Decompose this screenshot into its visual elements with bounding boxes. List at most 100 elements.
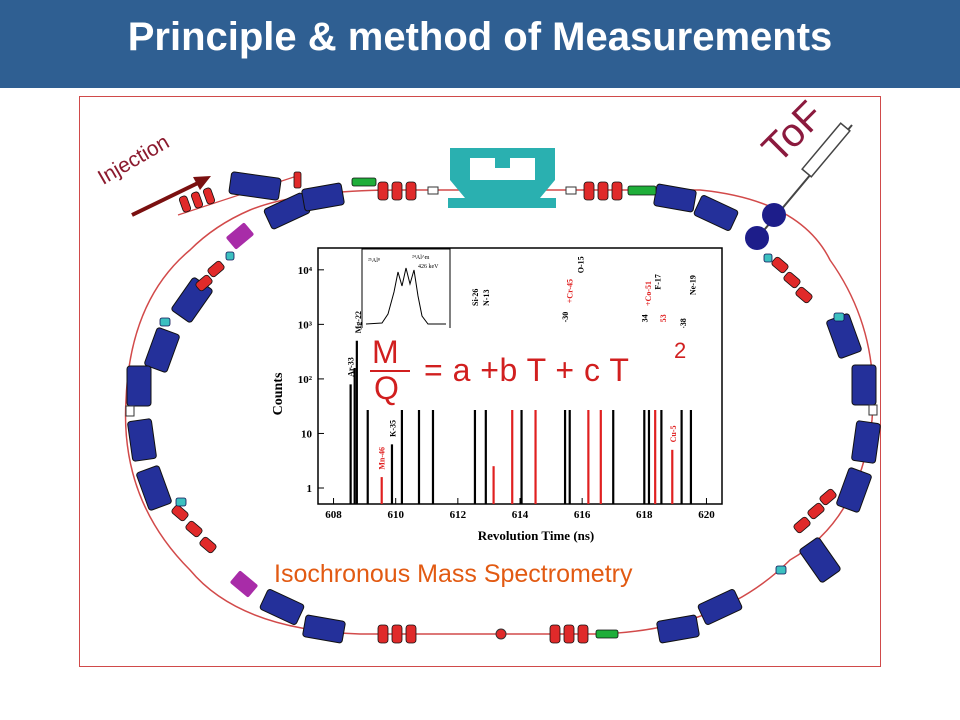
peak-label: Mn-46 [378,447,387,470]
dipole-magnet [851,420,881,464]
injection-arrow [131,180,201,217]
inset-plot: ²⁵Al⁸ ²⁴Al^m 426 keV [361,248,451,330]
quadrupole-magnet [391,624,403,644]
dipole-magnet [799,537,841,583]
y-tick-label: 10 [301,428,313,440]
kicker-magnets [226,222,258,598]
quadrupole-magnet [771,256,789,274]
quadrupole-magnet [195,274,213,292]
formula-numerator: M [372,334,399,370]
diagnostic-element [868,404,878,416]
y-tick-label: 1 [307,483,313,495]
peak-label: O-15 [577,256,586,273]
dipole-magnet [836,467,872,513]
quadrupole-magnet [293,171,302,189]
peak-label: 34 [640,314,649,322]
dipole-magnet [656,614,700,644]
sextupole-magnet [775,565,787,575]
quadrupole-magnet [391,181,403,201]
peak-label: -30 [561,312,570,323]
inset-label-2: ²⁴Al^m [412,255,430,261]
sextupole-magnets [159,251,845,575]
inset-curve [365,267,446,325]
peak-label: 53 [659,314,668,322]
dipole-magnet [851,364,877,406]
peak-label: F-17 [653,274,662,290]
quadrupole-magnet [377,181,389,201]
x-tick-label: 618 [636,509,653,521]
peak-label: N-13 [482,290,491,306]
dipole-magnet [697,589,743,625]
peak-label: +Cr-45 [566,279,575,303]
quadrupole-magnet [207,260,225,278]
x-tick-label: 610 [387,509,404,521]
peak-label: Mg-22 [354,311,363,333]
diagnostic-element [427,186,439,195]
x-tick-label: 616 [574,509,591,521]
y-tick-label: 10⁴ [298,265,313,277]
tof-detector-ball-2 [745,226,769,250]
dipole-magnet [259,589,305,625]
rf-cavity [351,177,377,187]
kicker-magnet [226,222,254,250]
rf-cavities [351,177,657,639]
quadrupole-magnet [793,516,811,534]
peak-label: Ne-19 [688,275,697,295]
title-banner: Principle & method of Measurements [0,0,960,88]
formula-denominator: Q [374,370,399,406]
diagnostic-element [125,405,135,417]
quadrupole-magnet [583,181,595,201]
method-label: Isochronous Mass Spectrometry [274,560,633,588]
dipole-magnet [301,182,345,212]
peak-label: K-35 [389,420,398,437]
formula-box: M Q = a +b T + c T 2 [362,328,708,410]
y-tick-label: 10³ [298,319,313,331]
dipole-magnet [302,614,346,644]
tof-detector-tube [801,122,851,178]
quadrupole-magnet [611,181,623,201]
x-tick-label: 612 [450,509,467,521]
formula-right-side: = a +b T + c T [424,352,630,388]
inset-frame [361,248,451,330]
quadrupole-magnet [202,187,216,205]
kicker-magnet [230,570,258,598]
peak-label: Si-26 [471,289,480,306]
injection-arrowhead [193,176,211,190]
peak-label: Cu-5 [669,425,678,442]
x-tick-label: 608 [325,509,342,521]
electron-cooler-base [448,198,556,208]
quadrupole-magnet [549,624,561,644]
chart-peak-labels: Ar-33Mg-22C-11Mn-46K-35Si-26N-13-30+Cr-4… [347,256,698,469]
peak-label: Ar-33 [347,357,356,377]
quadrupole-magnet [405,181,417,201]
rf-cavity [595,629,619,639]
dipole-magnet [127,418,157,462]
quadrupole-magnet [377,624,389,644]
quadrupole-magnet [185,520,203,538]
beam-diagnostics [125,186,878,640]
dipole-magnet [136,465,172,511]
formula-exponent: 2 [674,338,687,363]
inset-label-1: ²⁵Al⁸ [368,258,380,264]
chart-x-axis-label: Revolution Time (ns) [478,528,595,543]
dipole-magnets [126,171,881,644]
dipole-magnet [693,195,739,231]
rf-cavity [627,185,657,196]
figure-frame [79,96,881,667]
x-tick-label: 614 [512,509,529,521]
dipole-magnet [228,171,282,201]
sextupole-magnet [763,253,773,263]
dipole-magnet [144,327,180,373]
quadrupole-magnet [783,271,801,289]
y-tick-label: 10² [298,374,313,386]
quadrupole-magnet [199,536,217,554]
sextupole-magnet [159,317,171,327]
electron-cooler [450,148,555,198]
quadrupole-magnet [795,286,813,304]
quadrupole-magnet [577,624,589,644]
peak-label: +Co-51 [644,281,653,306]
sextupole-magnet [225,251,235,261]
diagnostic-element [565,186,577,195]
